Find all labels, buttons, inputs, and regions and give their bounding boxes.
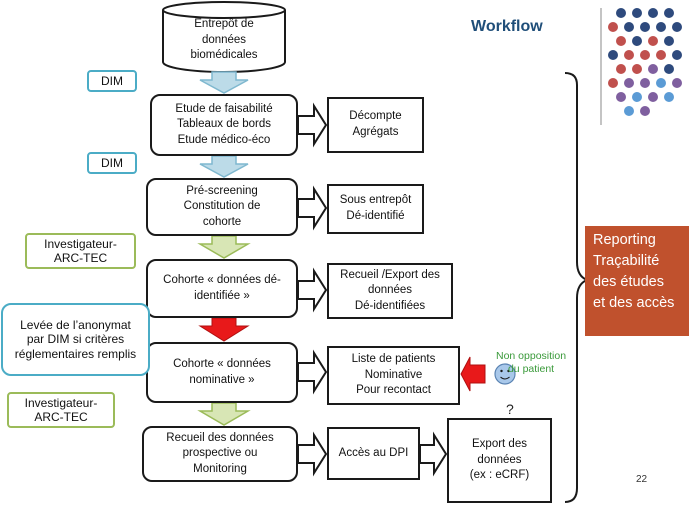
step-data-collection: Recueil des données prospective ou Monit… xyxy=(142,426,298,482)
flow-arrow-3 xyxy=(197,235,251,259)
flow-arrow-4 xyxy=(198,317,250,342)
output-data-export: Export des données (ex : eCRF) xyxy=(447,418,552,503)
red-left-arrow xyxy=(460,356,486,392)
side-arrow-4 xyxy=(297,349,328,395)
smiley-face-icon xyxy=(494,363,516,385)
actor-investigator-1: Investigateur- ARC-TEC xyxy=(25,233,136,269)
side-arrow-6 xyxy=(419,431,448,477)
page-title: Workflow xyxy=(471,18,543,35)
output-aggregates: Décompte Agrégats xyxy=(327,97,424,153)
step-nominative-cohort: Cohorte « données nominative » xyxy=(146,342,298,403)
side-arrow-3 xyxy=(297,267,328,313)
database-label: Entrepôt de données biomédicales xyxy=(190,18,258,62)
side-arrow-1 xyxy=(297,102,328,148)
flow-arrow-1 xyxy=(199,71,249,94)
actor-dim-1: DIM xyxy=(87,70,137,92)
output-dpi-access: Accès au DPI xyxy=(327,427,420,480)
reporting-box: Reporting Traçabilité des études et des … xyxy=(585,226,689,336)
side-arrow-2 xyxy=(297,185,328,231)
step-feasibility: Etude de faisabilité Tableaux de bords E… xyxy=(150,94,298,156)
actor-anonymity-release: Levée de l’anonymat par DIM si critères … xyxy=(1,303,150,376)
output-sub-warehouse: Sous entrepôt Dé-identifié xyxy=(327,184,424,234)
output-patient-list: Liste de patients Nominative Pour recont… xyxy=(327,346,460,405)
question-mark: ? xyxy=(506,401,514,417)
actor-dim-2: DIM xyxy=(87,152,137,174)
side-arrow-5 xyxy=(297,431,328,477)
output-export-deidentified: Recueil /Export des données Dé-identifié… xyxy=(327,263,453,319)
non-opposition-label: Non opposition du patient xyxy=(496,350,567,375)
page-number: 22 xyxy=(636,474,648,485)
flow-arrow-2 xyxy=(199,155,249,178)
step-prescreening: Pré-screening Constitution de cohorte xyxy=(146,178,298,236)
right-brace-icon xyxy=(564,72,590,503)
dot-grid-logo xyxy=(608,8,682,116)
step-deidentified-cohort: Cohorte « données dé- identifiée » xyxy=(146,259,298,318)
actor-investigator-2: Investigateur- ARC-TEC xyxy=(7,392,115,428)
flow-arrow-5 xyxy=(197,402,251,426)
